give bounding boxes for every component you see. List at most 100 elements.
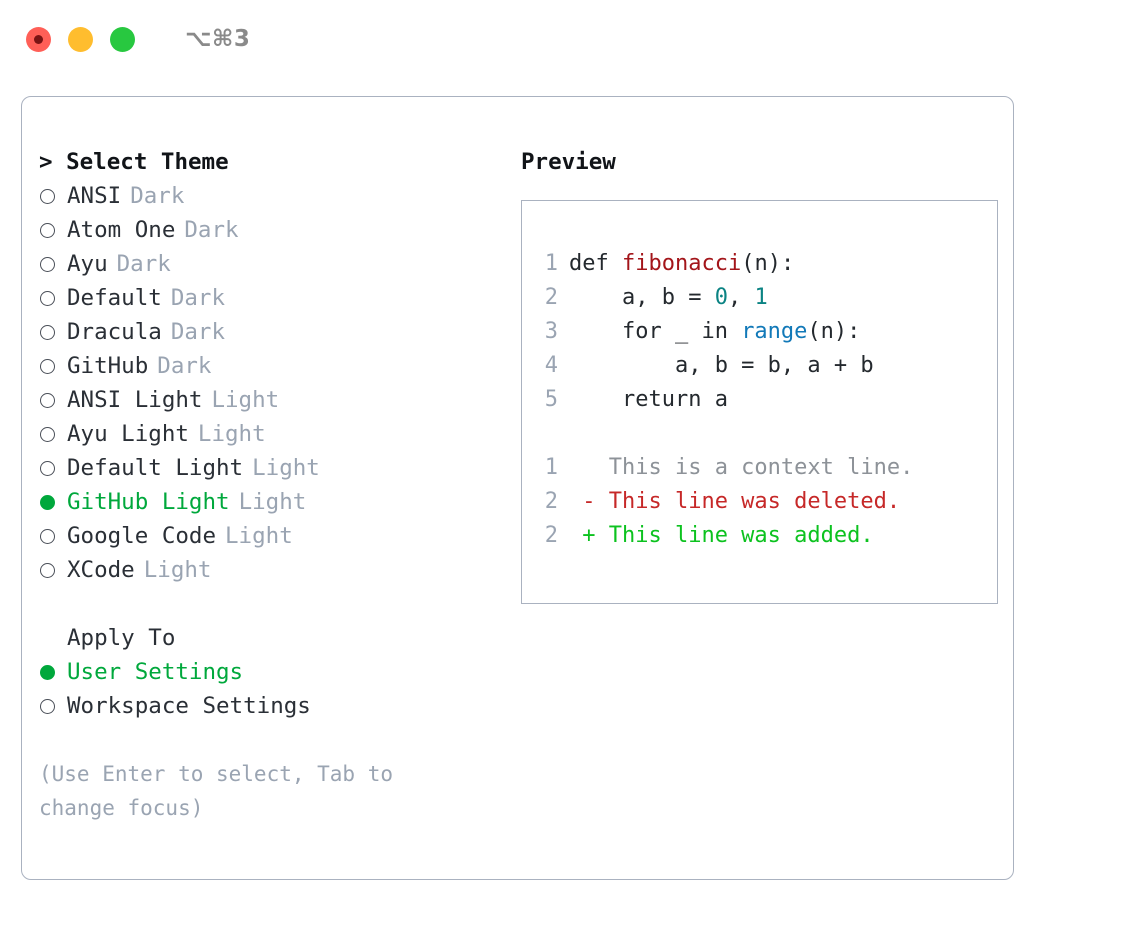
token-fn: fibonacci xyxy=(621,251,742,276)
diff-sample: 1 This is a context line.2 - This line w… xyxy=(536,451,997,553)
code-text: for _ in range(n): xyxy=(569,315,860,349)
theme-option-variant-badge: Dark xyxy=(170,319,226,345)
preview-title: Preview xyxy=(521,149,616,175)
theme-option-0[interactable]: ANSI Dark xyxy=(39,179,499,213)
radio-unselected-icon[interactable] xyxy=(40,698,55,714)
list-spacer xyxy=(39,587,499,621)
keyboard-shortcut-label: ⌥⌘3 xyxy=(185,26,251,52)
token-plain: , xyxy=(727,285,755,310)
diff-text-add: + This line was added. xyxy=(569,523,874,548)
theme-option-variant-badge: Light xyxy=(143,557,212,583)
titlebar: ⌥⌘3 xyxy=(0,0,1140,78)
keyboard-hint-text: (Use Enter to select, Tab to change focu… xyxy=(39,762,406,820)
token-call: range xyxy=(741,319,808,344)
theme-option-1[interactable]: Atom One Dark xyxy=(39,213,499,247)
token-plain: return a xyxy=(569,387,728,412)
theme-option-variant-badge: Light xyxy=(211,387,280,413)
radio-unselected-icon[interactable] xyxy=(40,392,55,408)
radio-unselected-icon[interactable] xyxy=(40,562,55,578)
code-line: 4 a, b = b, a + b xyxy=(536,349,997,383)
diff-text-del: - This line was deleted. xyxy=(569,489,901,514)
code-line: 5 return a xyxy=(536,383,997,417)
radio-selected-icon[interactable] xyxy=(40,494,55,510)
theme-option-variant-badge: Dark xyxy=(116,251,171,277)
line-number: 4 xyxy=(544,353,558,378)
apply-option-1[interactable]: Workspace Settings xyxy=(39,689,499,723)
radio-unselected-icon[interactable] xyxy=(40,324,55,340)
maximize-window-icon[interactable] xyxy=(110,26,135,52)
apply-option-0[interactable]: User Settings xyxy=(39,655,499,689)
diff-line: 2 - This line was deleted. xyxy=(536,485,997,519)
radio-unselected-icon[interactable] xyxy=(40,460,55,476)
close-window-icon[interactable] xyxy=(26,26,51,52)
theme-option-label: Ayu Light xyxy=(67,421,189,447)
radio-unselected-icon[interactable] xyxy=(40,426,55,442)
token-plain: (n): xyxy=(807,319,861,344)
line-number: 2 xyxy=(544,523,558,548)
theme-option-label: ANSI xyxy=(67,183,122,209)
line-number: 3 xyxy=(544,319,558,344)
code-line: 2 a, b = 0, 1 xyxy=(536,281,997,315)
code-text: a, b = b, a + b xyxy=(569,349,874,383)
theme-option-variant-badge: Dark xyxy=(157,353,212,379)
theme-option-11[interactable]: XCode Light xyxy=(39,553,499,587)
theme-option-label: Default Light xyxy=(67,455,244,481)
radio-unselected-icon[interactable] xyxy=(40,528,55,544)
line-number: 2 xyxy=(544,489,558,514)
token-plain: for _ in xyxy=(569,319,742,344)
token-plain: a, b = b, a + b xyxy=(569,353,874,378)
theme-option-label: Ayu xyxy=(67,251,108,277)
token-plain: a, b = xyxy=(569,285,715,310)
token-num: 0 xyxy=(714,285,728,310)
theme-option-4[interactable]: Dracula Dark xyxy=(39,315,499,349)
theme-option-label: Default xyxy=(67,285,162,311)
token-plain: def xyxy=(569,251,622,276)
code-line: 1 def fibonacci(n): xyxy=(536,247,997,281)
diff-line: 1 This is a context line. xyxy=(536,451,997,485)
diff-text-ctx: This is a context line. xyxy=(569,455,914,480)
line-number: 1 xyxy=(544,455,558,480)
radio-unselected-icon[interactable] xyxy=(40,358,55,374)
token-num: 1 xyxy=(754,285,768,310)
theme-option-variant-badge: Dark xyxy=(130,183,185,209)
token-plain: (n): xyxy=(741,251,795,276)
radio-unselected-icon[interactable] xyxy=(40,256,55,272)
theme-option-6[interactable]: ANSI Light Light xyxy=(39,383,499,417)
code-text: return a xyxy=(569,383,728,417)
apply-option-label: Workspace Settings xyxy=(67,693,311,719)
radio-selected-icon[interactable] xyxy=(40,664,55,680)
apply-option-label: User Settings xyxy=(67,659,244,685)
code-text: a, b = 0, 1 xyxy=(569,281,768,315)
radio-unselected-icon[interactable] xyxy=(40,188,55,204)
theme-option-2[interactable]: Ayu Dark xyxy=(39,247,499,281)
radio-unselected-icon[interactable] xyxy=(40,290,55,306)
theme-option-7[interactable]: Ayu Light Light xyxy=(39,417,499,451)
theme-option-3[interactable]: Default Dark xyxy=(39,281,499,315)
line-number: 1 xyxy=(544,251,558,276)
theme-option-variant-badge: Dark xyxy=(170,285,226,311)
theme-option-variant-badge: Light xyxy=(225,523,293,549)
line-number: 2 xyxy=(544,285,558,310)
theme-option-label: Atom One xyxy=(67,217,176,243)
theme-option-variant-badge: Light xyxy=(197,421,266,447)
minimize-window-icon[interactable] xyxy=(68,26,93,52)
radio-unselected-icon[interactable] xyxy=(40,222,55,238)
theme-option-variant-badge: Dark xyxy=(184,217,239,243)
theme-option-label: ANSI Light xyxy=(67,387,203,413)
theme-list-header: > Select Theme xyxy=(39,149,229,175)
theme-option-label: XCode xyxy=(67,557,135,583)
theme-option-label: Dracula xyxy=(67,319,162,345)
line-number: 5 xyxy=(544,387,558,412)
code-diff-gap xyxy=(536,417,997,451)
code-line: 3 for _ in range(n): xyxy=(536,315,997,349)
